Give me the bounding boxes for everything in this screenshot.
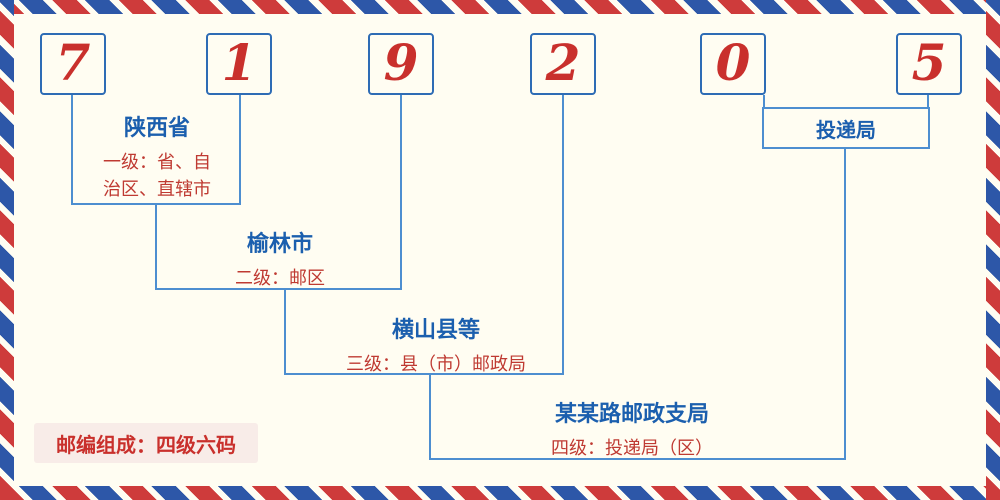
level2-bracket-left-line xyxy=(155,203,157,290)
delivery-office-label: 投递局 xyxy=(816,119,876,142)
level1-name: 陕西省 xyxy=(123,115,190,140)
level4-bracket-left-line xyxy=(429,373,431,460)
delivery-box-left-connector-line xyxy=(763,95,765,109)
level4-name: 某某路邮政支局 xyxy=(554,401,709,426)
level2-bracket-right-line xyxy=(400,95,402,290)
digit-3: 9 xyxy=(383,32,419,92)
level3-bracket-bottom-line xyxy=(284,373,564,375)
level3-name: 横山县等 xyxy=(391,317,480,342)
footer-note: 邮编组成：四级六码 xyxy=(34,423,258,463)
level3-bracket-left-line xyxy=(284,288,286,375)
delivery-box-right-connector-line xyxy=(927,95,929,109)
digit-box-1: 7 xyxy=(40,33,106,95)
level2-name: 榆林市 xyxy=(246,231,313,256)
level2-desc: 二级：邮区 xyxy=(235,268,325,288)
level4-label: 某某路邮政支局 四级：投递局（区） xyxy=(512,396,752,462)
digit-6: 5 xyxy=(911,32,947,92)
digit-5: 0 xyxy=(715,32,751,92)
airmail-border-left xyxy=(0,0,14,500)
digit-2: 1 xyxy=(221,32,257,92)
level1-label: 陕西省 一级：省、自治区、直辖市 xyxy=(77,110,237,203)
airmail-border-top xyxy=(0,0,1000,14)
digit-box-4: 2 xyxy=(530,33,596,95)
level4-bracket-right-line xyxy=(844,149,846,460)
level2-label: 榆林市 二级：邮区 xyxy=(158,226,402,292)
level2-bracket-bottom-line xyxy=(155,288,402,290)
level4-desc: 四级：投递局（区） xyxy=(551,438,713,458)
delivery-office-box: 投递局 xyxy=(762,107,930,149)
airmail-border-bottom xyxy=(0,486,1000,500)
level1-bracket-right-line xyxy=(239,95,241,205)
level1-desc: 一级：省、自治区、直辖市 xyxy=(103,152,211,199)
digit-4: 2 xyxy=(545,32,581,92)
level3-desc: 三级：县（市）邮政局 xyxy=(346,354,526,374)
level3-bracket-right-line xyxy=(562,95,564,375)
level3-label: 横山县等 三级：县（市）邮政局 xyxy=(324,312,548,378)
digit-box-3: 9 xyxy=(368,33,434,95)
digit-1: 7 xyxy=(55,32,91,92)
digit-box-5: 0 xyxy=(700,33,766,95)
level1-bracket-left-line xyxy=(71,95,73,205)
digit-box-2: 1 xyxy=(206,33,272,95)
level4-bracket-bottom-line xyxy=(429,458,846,460)
digit-box-6: 5 xyxy=(896,33,962,95)
airmail-border-right xyxy=(986,0,1000,500)
